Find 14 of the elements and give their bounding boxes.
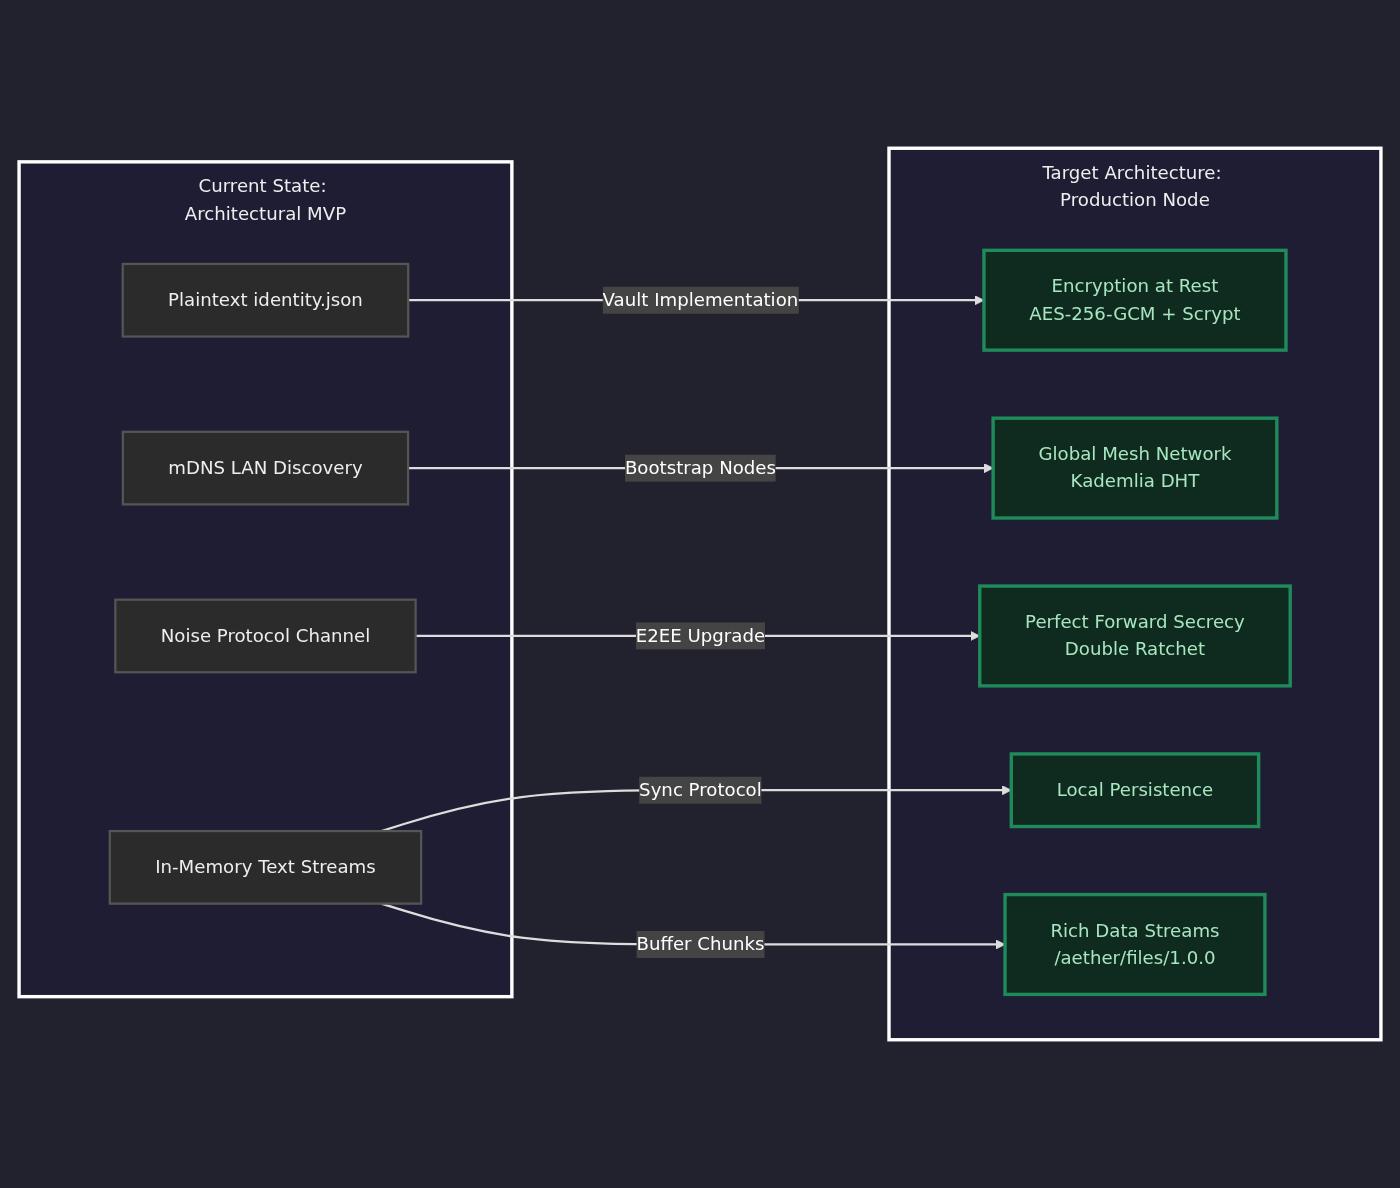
node-box: Perfect Forward Secrecy Double Ratchet [978,584,1292,688]
edge-label: Buffer Chunks [636,933,765,955]
edge-label: Vault Implementation [602,288,799,311]
node-box: Encryption at Rest AES-256-GCM + Scrypt [982,248,1288,352]
edge-label: Sync Protocol [639,778,762,801]
node-box: mDNS LAN Discovery [121,430,410,506]
edge-label: E2EE Upgrade [635,624,766,647]
node-box: Plaintext identity.json [121,262,410,338]
node-box: Global Mesh Network Kademlia DHT [991,416,1279,520]
node-box: Noise Protocol Channel [114,598,417,674]
edge-label: Bootstrap Nodes [624,456,776,479]
node-box: Local Persistence [1009,752,1261,829]
node-box: In-Memory Text Streams [108,829,423,905]
node-box: Rich Data Streams /aether/files/1.0.0 [1003,892,1267,997]
